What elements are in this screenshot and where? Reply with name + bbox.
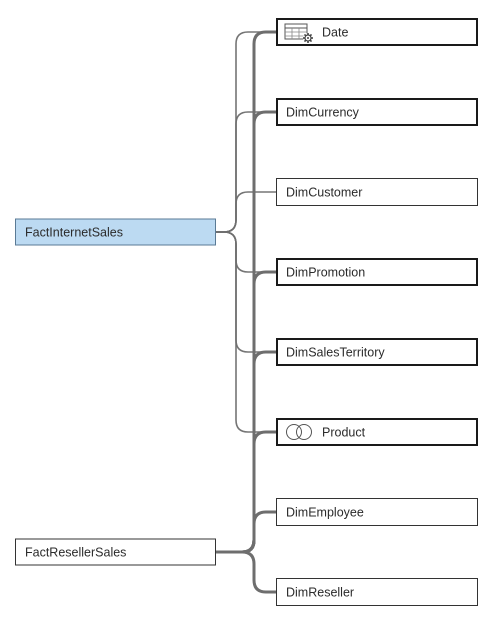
dimension-node-label: Date [322,25,348,39]
dimension-node-label: DimEmployee [286,505,364,519]
connector-f2-d1 [214,30,278,554]
connector-f1-d6 [215,231,277,433]
connector-f1-d3 [215,191,277,233]
two-circles-icon [286,424,312,440]
dimension-node-dimsalesterritory[interactable]: DimSalesTerritory [276,338,478,366]
dimension-node-dimpromotion[interactable]: DimPromotion [276,258,478,286]
fact-node-box [15,218,216,246]
dimension-node-dimemployee[interactable]: DimEmployee [276,498,478,526]
dimension-node-box [276,18,478,46]
dimension-node-dimcurrency[interactable]: DimCurrency [276,98,478,126]
dimension-node-box [276,578,478,606]
dimension-node-box [276,98,478,126]
dimension-node-box [276,178,478,206]
dimension-node-label: DimSalesTerritory [286,345,385,359]
dimension-node-label: DimPromotion [286,265,365,279]
dimension-node-box [276,258,478,286]
dimension-node-label: Product [322,425,366,439]
dimension-node-label: DimReseller [286,585,354,599]
fact-node-box [15,538,216,566]
calendar-table-gear-icon [284,23,313,43]
dimension-node-dimreseller[interactable]: DimReseller [276,578,478,606]
dimension-node-dimcustomer[interactable]: DimCustomer [276,178,478,206]
fact-node-factresellersales[interactable]: FactResellerSales [15,538,216,566]
dimension-node-date[interactable]: Date [276,18,478,46]
connector-f2-d6 [214,430,278,554]
fact-node-label: FactResellerSales [25,545,126,559]
connector-f1-d2 [215,111,277,233]
dimension-node-label: DimCustomer [286,185,362,199]
dimension-node-box [276,338,478,366]
connector-f2-d2 [214,110,278,554]
fact-node-label: FactInternetSales [25,225,123,239]
connector-group [214,30,278,594]
connector-f1-d1 [215,31,277,233]
connector-f2-d5 [214,350,278,554]
dimension-node-product[interactable]: Product [276,418,478,446]
connector-f1-d5 [215,231,277,353]
connector-f1-d4 [215,231,277,273]
dimension-node-box [276,498,478,526]
dimension-node-box [276,418,478,446]
connector-f2-d8 [214,550,278,594]
connector-f2-d4 [214,270,278,554]
dimension-node-label: DimCurrency [286,105,360,119]
fact-node-factinternetsales[interactable]: FactInternetSales [15,218,216,246]
connector-f2-d7 [214,510,278,554]
